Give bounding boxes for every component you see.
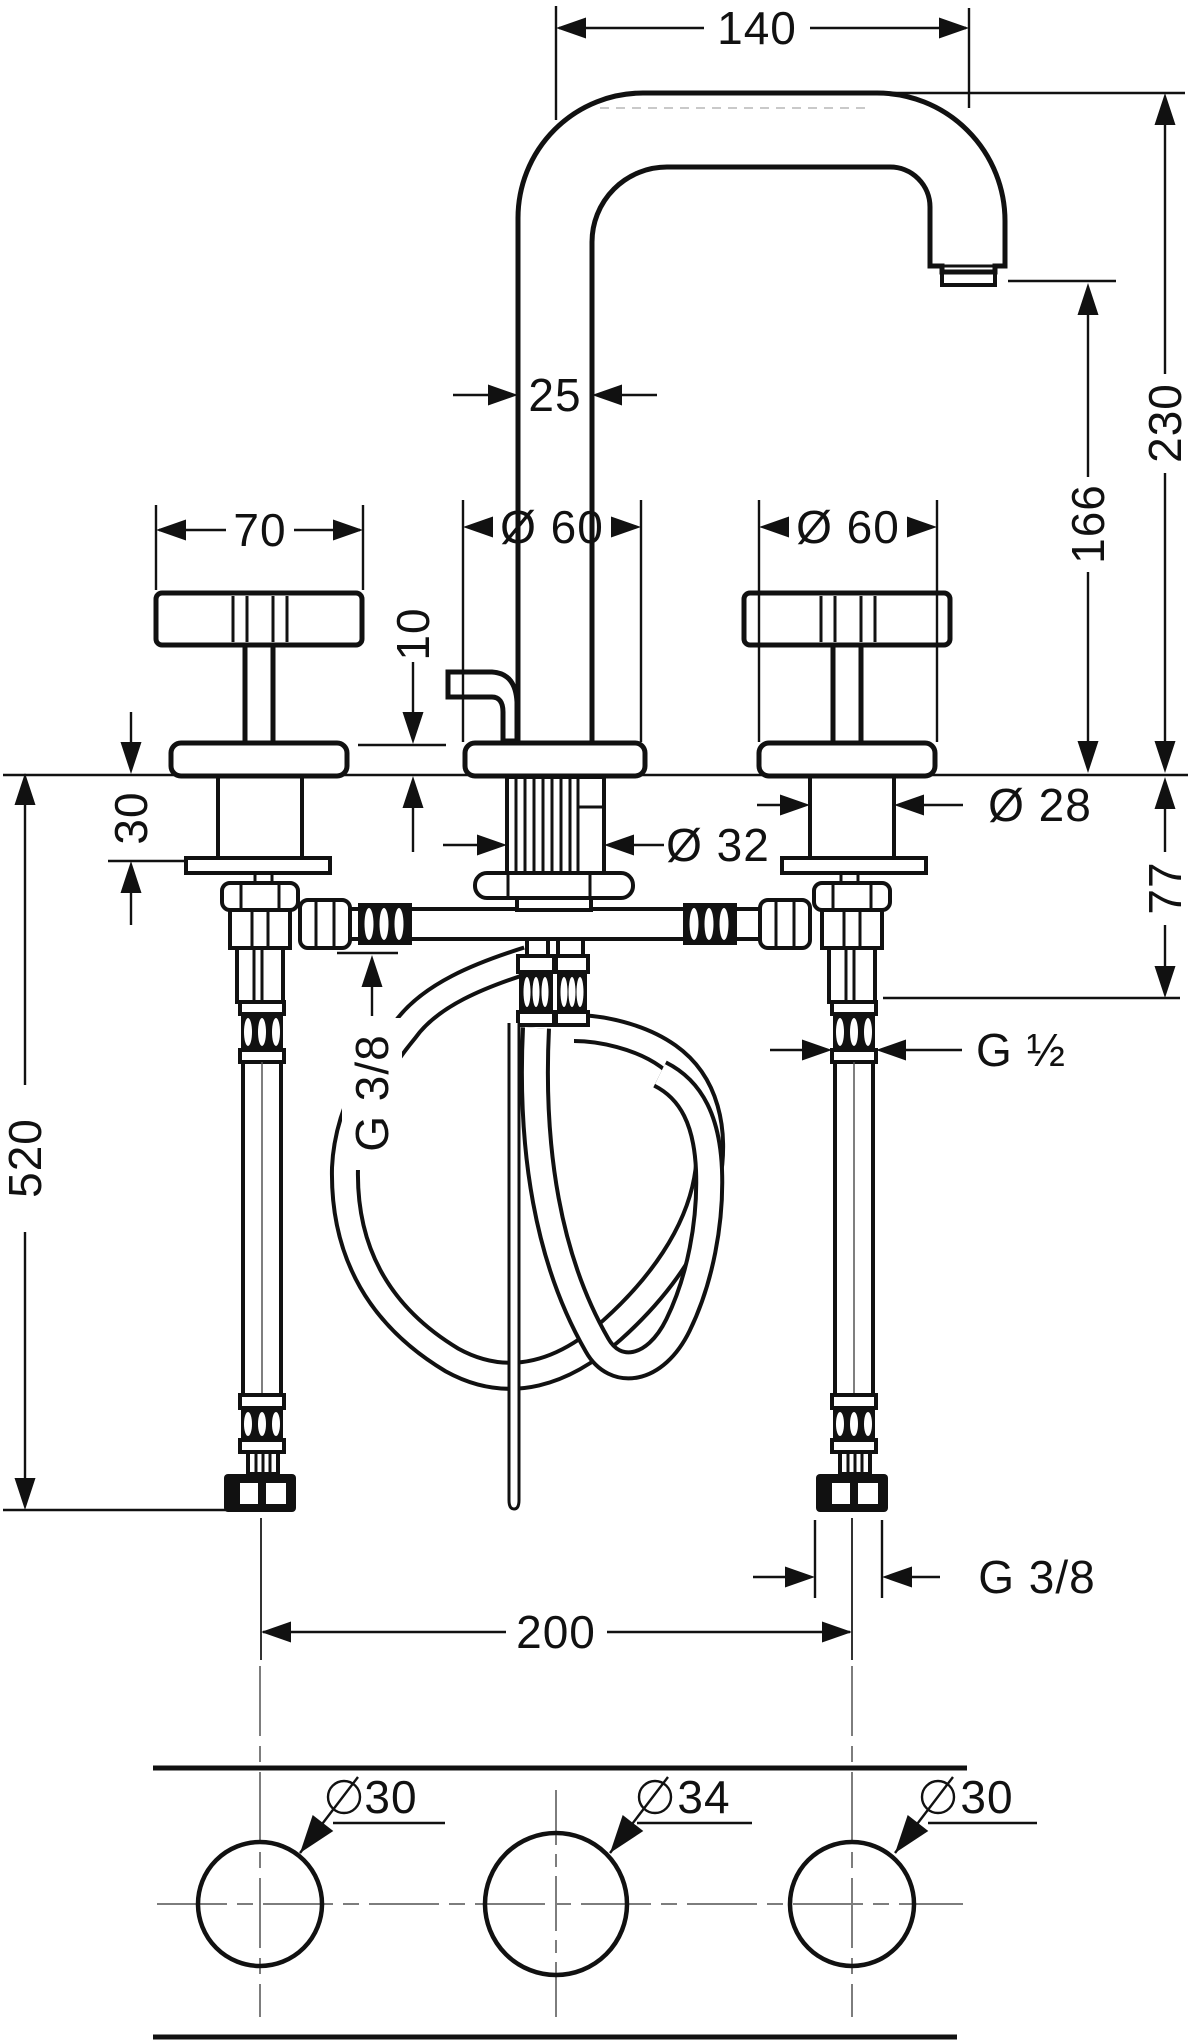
dim-label-200: 200 — [516, 1606, 596, 1658]
label-hole-center: 34 — [609, 1771, 752, 1854]
dim-label-d32: Ø 32 — [666, 819, 770, 871]
center-cartridge — [473, 775, 635, 900]
dim-label-230: 230 — [1139, 383, 1190, 463]
dim-166: 166 — [1062, 283, 1114, 773]
dim-25: 25 — [453, 369, 657, 421]
dim-70: 70 — [154, 504, 365, 590]
label-hole-left: 30 — [299, 1771, 445, 1854]
dim-d60-center: Ø 60 — [461, 500, 643, 742]
dim-label-d60-right: Ø 60 — [796, 501, 900, 553]
right-escutcheon — [756, 740, 938, 779]
right-valve-underbody — [780, 774, 928, 1512]
hole-left — [195, 1839, 325, 1969]
left-handle — [153, 590, 365, 748]
dim-label-70: 70 — [233, 504, 286, 556]
dim-g38-side: G 3/8 — [342, 955, 402, 1170]
popup-knob — [445, 669, 520, 744]
hole-label-30-right: 30 — [960, 1771, 1013, 1823]
aerator — [940, 270, 997, 287]
hole-label-34: 34 — [677, 1771, 730, 1823]
popup-rod — [507, 1023, 521, 1511]
dim-200: 200 — [260, 1518, 853, 1660]
dim-230: 230 — [1139, 93, 1190, 773]
spout-outline — [515, 90, 1008, 746]
dim-label-520: 520 — [0, 1118, 51, 1198]
manifold — [298, 898, 812, 950]
dim-520: 520 — [0, 773, 51, 1510]
dim-d32: Ø 32 — [443, 819, 770, 871]
dim-label-g12: G ½ — [976, 1024, 1066, 1076]
dim-label-25: 25 — [528, 369, 581, 421]
right-handle — [741, 590, 953, 748]
dim-label-g38-bottom: G 3/8 — [978, 1551, 1096, 1603]
label-hole-right: 30 — [894, 1771, 1037, 1854]
dim-d28: Ø 28 — [757, 779, 1092, 831]
dim-label-140: 140 — [717, 2, 797, 54]
hole-layout-view: 30 34 30 — [153, 1666, 1037, 2040]
left-valve-underbody — [184, 774, 332, 1512]
dim-30: 30 — [105, 712, 157, 925]
dim-140: 140 — [554, 2, 971, 120]
hole-right — [787, 1839, 917, 1969]
dim-10: 10 — [387, 607, 439, 852]
dim-label-g38-side: G 3/8 — [346, 1034, 398, 1152]
dim-label-d28: Ø 28 — [988, 779, 1092, 831]
hole-center — [482, 1830, 630, 1978]
dim-g12: G ½ — [770, 1024, 1066, 1076]
center-escutcheon — [462, 740, 648, 779]
dim-label-166: 166 — [1062, 484, 1114, 564]
center-hose-fittings — [516, 954, 590, 1027]
dim-d60-right: Ø 60 — [757, 500, 939, 742]
dim-label-30: 30 — [105, 791, 157, 844]
hole-label-30-left: 30 — [364, 1771, 417, 1823]
dim-label-77: 77 — [1139, 861, 1190, 914]
left-escutcheon — [168, 740, 350, 779]
dim-label-d60-center: Ø 60 — [500, 501, 604, 553]
dim-label-10: 10 — [387, 607, 439, 660]
dim-g38-bottom: G 3/8 — [753, 1520, 1096, 1603]
dim-77: 77 — [1139, 777, 1190, 998]
